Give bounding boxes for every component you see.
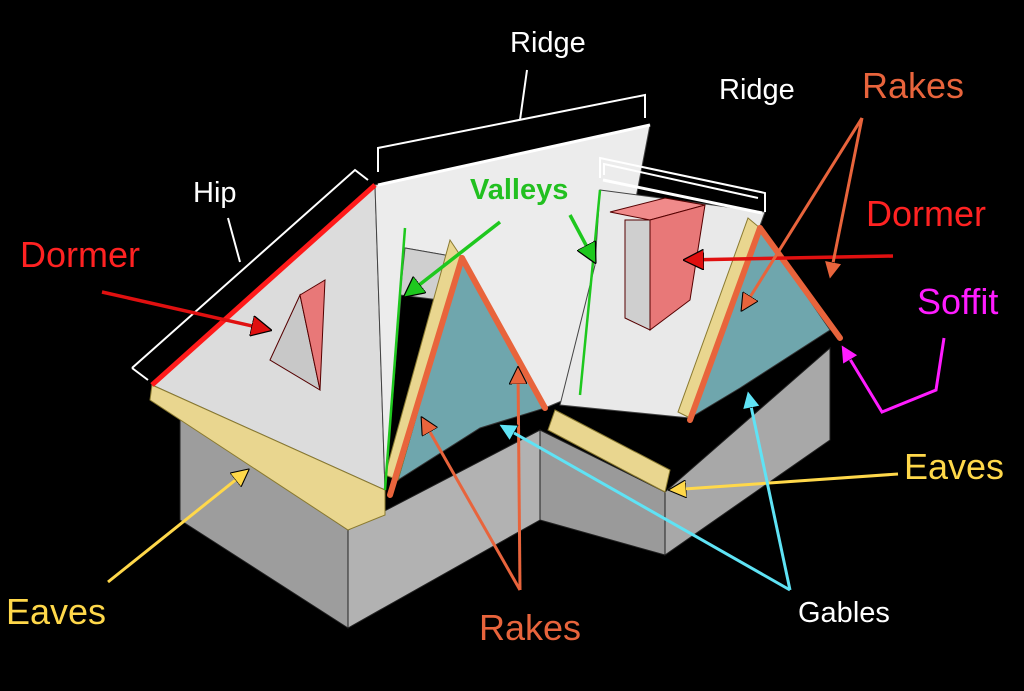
label-eaves-right: Eaves [904,446,1005,487]
walls [179,346,831,629]
label-dormer-left: Dormer [20,234,141,275]
eave-trim [149,217,761,531]
label-rakes-top: Rakes [862,65,965,106]
ridge-line [377,123,651,187]
arrow-eaves-left [107,470,248,584]
label-soffit: Soffit [917,281,999,322]
hip-bracket [131,168,369,381]
rake-edge-1 [387,255,465,498]
valley-line-2 [578,189,602,396]
eave-trim-rake-left [384,238,463,481]
label-rakes-bottom: Rakes [479,607,582,648]
rake-edge-4 [757,225,843,341]
arrow-gables-1 [500,425,791,592]
roof-surfaces [151,124,766,491]
arrow-valley-2 [568,214,595,262]
arrow-rakes-top-2 [830,117,864,278]
wall-right-side [664,346,831,556]
hip-stem [227,217,241,263]
ridge-line-right [602,178,763,215]
arrow-eaves-right [670,472,899,490]
arrow-rakes-bottom-2 [518,368,520,591]
brackets [131,69,766,381]
ridge-left-stem [519,69,528,121]
arrow-soffit [842,337,946,414]
dormer-left-roof [299,279,326,391]
label-eaves-left: Eaves [6,591,107,632]
arrow-dormer-left [101,290,270,330]
annotation-arrows [101,117,946,592]
arrow-dormer-right [685,256,894,260]
dormer-right-shape [609,197,706,331]
label-dormer-right: Dormer [866,193,987,234]
valley-line-1 [383,227,407,491]
arrow-rakes-top-1 [742,117,864,310]
valley-lines [383,189,602,491]
rake-edges [387,225,843,498]
ridge-right-bracket [599,156,766,212]
dormer-right-side [649,204,706,331]
hip-line [150,183,377,387]
eave-trim-center [547,409,671,493]
ridge-left-bracket [377,93,646,172]
dormer-left-shape [269,279,326,392]
arrow-rakes-bottom-1 [422,418,522,591]
eave-trim-left [149,384,386,531]
ridge-right-bar [603,162,759,199]
label-ridge-right: Ridge [719,74,795,106]
arrow-gables-2 [748,392,792,591]
dormer-right-front [624,219,651,331]
label-ridge-left: Ridge [510,27,586,59]
label-gables: Gables [798,597,890,629]
label-hip: Hip [193,177,237,209]
rake-edge-2 [459,255,548,411]
arrow-valley-1 [405,220,502,296]
label-valleys: Valleys [470,174,569,206]
